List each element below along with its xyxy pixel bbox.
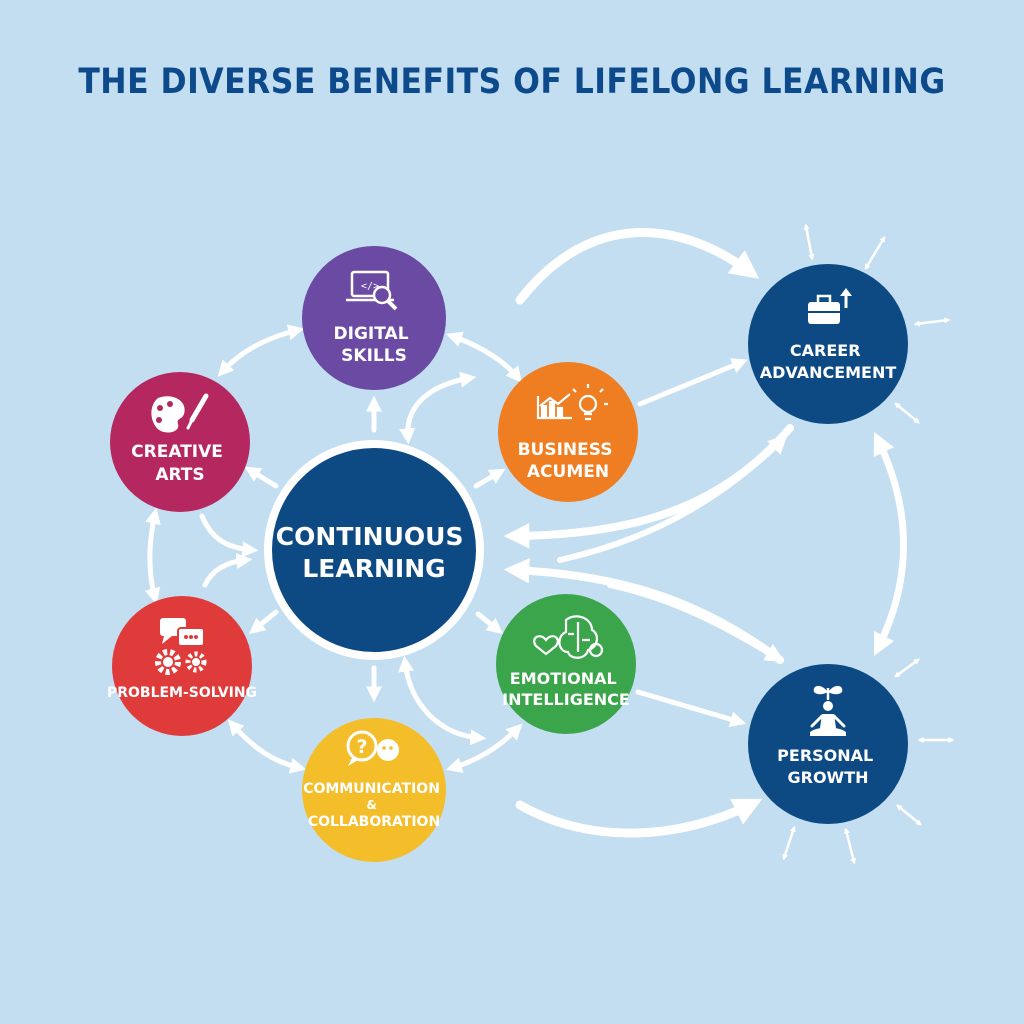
arrow-problem-comm: [227, 719, 307, 774]
arrow-digital-business: [445, 331, 523, 383]
laptop-code-search-icon: </>: [346, 270, 398, 311]
arrow-center-to-career: [557, 434, 788, 563]
node-creative-arts: CREATIVE ARTS: [110, 372, 250, 512]
arrow-center-to-problem: [249, 609, 279, 635]
career-radiating-arrows: [803, 223, 951, 424]
node-business-acumen: BUSINESS ACUMEN: [498, 362, 638, 502]
node-communication-collaboration: ? COMMUNICATION & COLLABORATION: [302, 718, 446, 862]
speech-bubbles-icon: ?: [346, 730, 399, 766]
arrow-center-to-creative: [244, 466, 279, 489]
arrow-center-to-emotional: [475, 611, 503, 634]
chart-lightbulb-icon: [536, 384, 608, 421]
arrow-business-to-career: [637, 358, 748, 407]
emotional-label: EMOTIONAL INTELLIGENCE: [502, 669, 630, 709]
arrow-emotional-to-growth: [635, 689, 747, 727]
arrow-digital-creative: [217, 324, 305, 377]
arrow-center-to-growth: [607, 582, 785, 662]
arrow-center-business-curve: [399, 371, 477, 445]
arrow-center-to-business: [473, 468, 506, 489]
arrow-bottom-to-growth: [515, 798, 763, 838]
node-problem-solving: PROBLEM-SOLVING: [107, 596, 257, 736]
node-continuous-learning: CONTINUOUS LEARNING: [264, 440, 484, 660]
arrow-to-career-top: [515, 228, 760, 305]
arrow-creative-problem: [144, 507, 161, 605]
career-label: CAREER ADVANCEMENT: [760, 341, 897, 382]
creative-label: CREATIVE ARTS: [131, 442, 229, 485]
arrow-comm-center-curve: [398, 655, 487, 746]
arrow-problem-to-center: [202, 552, 253, 588]
node-digital-skills: </> DIGITAL SKILLS: [302, 246, 446, 390]
node-personal-growth: PERSONAL GROWTH: [748, 664, 908, 824]
connector-arrows: [144, 223, 955, 865]
business-label: BUSINESS ACUMEN: [518, 440, 619, 482]
meditation-sprout-icon: [810, 685, 846, 736]
growth-radiating-arrows: [782, 658, 955, 865]
briefcase-growth-icon: [808, 288, 852, 324]
growth-label: PERSONAL GROWTH: [777, 746, 879, 787]
heart-brain-icon: [533, 615, 604, 659]
comm-label: COMMUNICATION & COLLABORATION: [303, 781, 445, 830]
svg-text:?: ?: [356, 736, 367, 758]
svg-text:</>: </>: [361, 281, 379, 292]
center-label: CONTINUOUS LEARNING: [276, 522, 472, 583]
digital-label: DIGITAL SKILLS: [334, 324, 415, 366]
arrow-career-growth: [873, 431, 907, 657]
node-career-advancement: CAREER ADVANCEMENT: [748, 264, 908, 424]
problem-label: PROBLEM-SOLVING: [107, 685, 257, 701]
palette-brush-icon: [151, 393, 209, 433]
node-emotional-intelligence: EMOTIONAL INTELLIGENCE: [496, 594, 636, 734]
diagram-title: THE DIVERSE BENEFITS OF LIFELONG LEARNIN…: [78, 62, 946, 102]
arrow-comm-emotional: [445, 723, 523, 773]
chat-gears-icon: [155, 618, 207, 675]
arrow-creative-to-center: [199, 513, 259, 558]
